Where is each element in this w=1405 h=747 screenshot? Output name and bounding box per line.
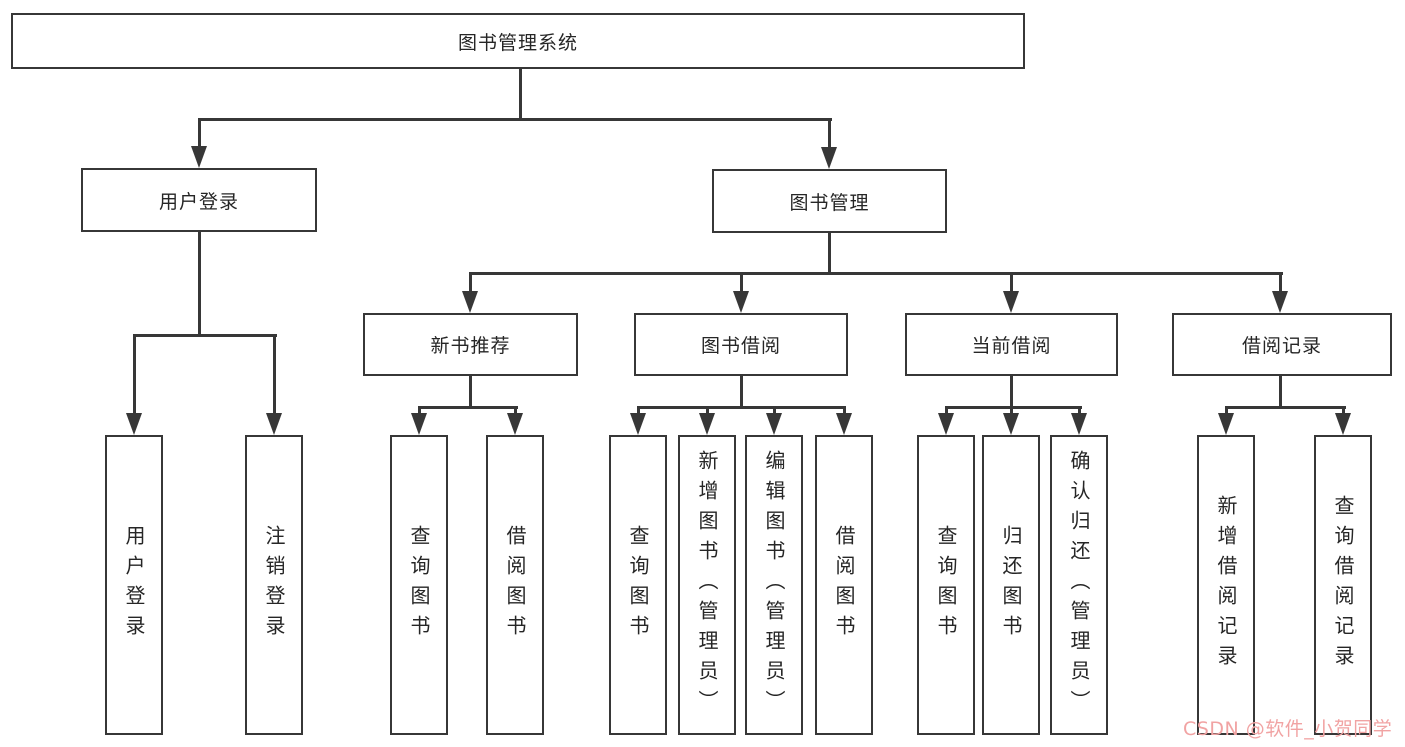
connector-line	[133, 334, 277, 337]
arrowhead-down-icon	[733, 291, 749, 313]
connector-line	[469, 374, 472, 409]
arrowhead-down-icon	[191, 146, 207, 168]
arrowhead-down-icon	[1003, 291, 1019, 313]
arrowhead-down-icon	[1003, 413, 1019, 435]
arrowhead-down-icon	[1218, 413, 1234, 435]
arrowhead-down-icon	[938, 413, 954, 435]
connector-line	[706, 406, 709, 418]
leaf-confirm-return-admin: 确认归还（管理员）	[1050, 435, 1108, 735]
leaf-borrow-books: 借阅图书	[815, 435, 873, 735]
arrowhead-down-icon	[507, 413, 523, 435]
arrowhead-down-icon	[699, 413, 715, 435]
leaf-user-login: 用户登录	[105, 435, 163, 735]
connector-line	[740, 272, 743, 294]
leaf-query-books-recommend: 查询图书	[390, 435, 448, 735]
leaf-query-books-current: 查询图书	[917, 435, 975, 735]
connector-line	[133, 334, 136, 416]
node-new-book-recommend: 新书推荐	[363, 313, 578, 376]
node-book-borrowing: 图书借阅	[634, 313, 848, 376]
connector-line	[469, 272, 1283, 275]
connector-line	[740, 374, 743, 409]
leaf-add-borrow-record: 新增借阅记录	[1197, 435, 1255, 735]
arrowhead-down-icon	[836, 413, 852, 435]
node-user-login: 用户登录	[81, 168, 317, 232]
arrowhead-down-icon	[630, 413, 646, 435]
node-current-borrowing: 当前借阅	[905, 313, 1118, 376]
connector-line	[1279, 272, 1282, 294]
connector-line	[273, 334, 276, 416]
connector-line	[198, 230, 201, 336]
arrowhead-down-icon	[266, 413, 282, 435]
arrowhead-down-icon	[821, 147, 837, 169]
connector-line	[1010, 406, 1013, 418]
connector-line	[637, 406, 846, 409]
leaf-logout: 注销登录	[245, 435, 303, 735]
leaf-return-books: 归还图书	[982, 435, 1040, 735]
connector-line	[418, 406, 518, 409]
connector-line	[469, 272, 472, 294]
connector-line	[198, 118, 832, 121]
connector-line	[418, 406, 421, 418]
connector-line	[828, 231, 831, 275]
arrowhead-down-icon	[411, 413, 427, 435]
connector-line	[519, 68, 522, 120]
connector-line	[828, 118, 831, 149]
arrowhead-down-icon	[766, 413, 782, 435]
arrowhead-down-icon	[1335, 413, 1351, 435]
leaf-query-books-borrowing: 查询图书	[609, 435, 667, 735]
node-root-library-system: 图书管理系统	[11, 13, 1025, 69]
arrowhead-down-icon	[126, 413, 142, 435]
node-borrowing-records: 借阅记录	[1172, 313, 1392, 376]
connector-line	[514, 406, 517, 418]
connector-line	[1279, 374, 1282, 409]
arrowhead-down-icon	[462, 291, 478, 313]
connector-line	[1225, 406, 1228, 418]
connector-line	[1010, 374, 1013, 409]
connector-line	[773, 406, 776, 418]
connector-line	[945, 406, 1082, 409]
leaf-add-books-admin: 新增图书（管理员）	[678, 435, 736, 735]
connector-line	[198, 118, 201, 148]
connector-line	[843, 406, 846, 418]
connector-line	[945, 406, 948, 418]
node-book-management: 图书管理	[712, 169, 947, 233]
connector-line	[1342, 406, 1345, 418]
leaf-query-borrow-record: 查询借阅记录	[1314, 435, 1372, 735]
arrowhead-down-icon	[1272, 291, 1288, 313]
csdn-watermark: CSDN @软件_小贺同学	[1183, 718, 1393, 740]
connector-line	[1225, 406, 1346, 409]
leaf-borrow-books-recommend: 借阅图书	[486, 435, 544, 735]
leaf-edit-books-admin: 编辑图书（管理员）	[745, 435, 803, 735]
connector-line	[1078, 406, 1081, 418]
connector-line	[637, 406, 640, 418]
arrowhead-down-icon	[1071, 413, 1087, 435]
connector-line	[1010, 272, 1013, 294]
